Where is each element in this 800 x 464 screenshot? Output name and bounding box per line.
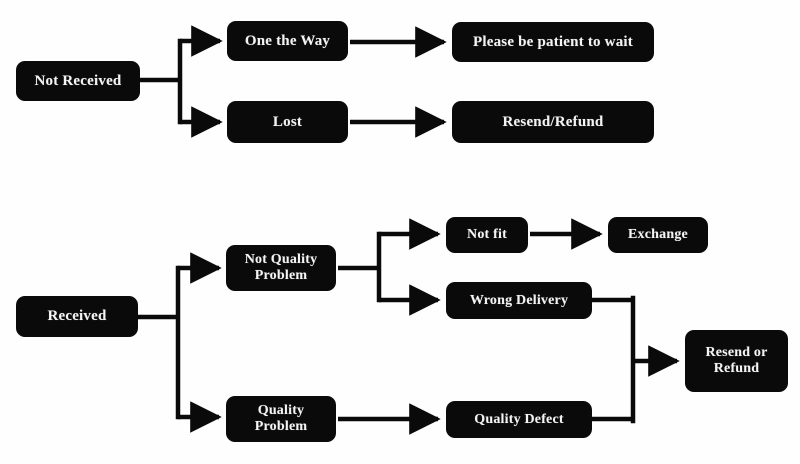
node-please-be-patient-to-wait[interactable]: Please be patient to wait [452, 22, 654, 62]
node-quality-problem-label-line1: Quality [257, 403, 305, 419]
node-not-quality-problem-label-line1: Not Quality [244, 252, 318, 268]
node-received[interactable]: Received [16, 296, 138, 337]
node-not-fit[interactable]: Not fit [446, 217, 528, 253]
node-quality-problem[interactable]: Quality Problem [226, 396, 336, 442]
node-not-quality-problem-label-line2: Problem [254, 268, 308, 283]
node-resend-or-refund-label-line2: Refund [713, 361, 760, 376]
node-lost[interactable]: Lost [227, 101, 348, 143]
node-wrong-delivery[interactable]: Wrong Delivery [446, 282, 592, 319]
node-exchange[interactable]: Exchange [608, 217, 708, 253]
node-one-the-way-label: One the Way [244, 32, 331, 49]
node-not-fit-label: Not fit [467, 227, 507, 243]
node-resend-or-refund[interactable]: Resend or Refund [685, 330, 788, 392]
node-resend-or-refund-label-line1: Resend or [705, 345, 768, 361]
node-exchange-label: Exchange [628, 227, 688, 243]
node-received-label: Received [47, 308, 107, 325]
node-wrong-delivery-label: Wrong Delivery [469, 292, 569, 308]
node-resend-refund[interactable]: Resend/Refund [452, 101, 654, 143]
node-one-the-way[interactable]: One the Way [227, 21, 348, 61]
node-not-quality-problem[interactable]: Not Quality Problem [226, 245, 336, 291]
node-quality-problem-label-line2: Problem [254, 419, 308, 434]
node-not-received[interactable]: Not Received [16, 61, 140, 101]
node-quality-defect[interactable]: Quality Defect [446, 401, 592, 438]
node-please-be-patient-to-wait-label: Please be patient to wait [473, 33, 633, 50]
node-resend-refund-label: Resend/Refund [502, 113, 604, 130]
node-lost-label: Lost [272, 113, 303, 130]
node-not-received-label: Not Received [34, 72, 122, 89]
node-quality-defect-label: Quality Defect [474, 411, 564, 427]
